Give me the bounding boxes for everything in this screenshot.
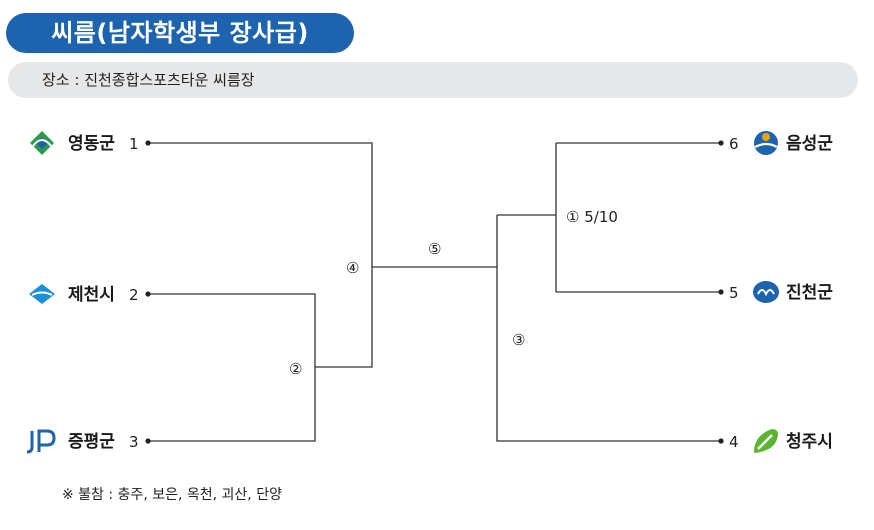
absence-note: ※ 불참 : 충주, 보은, 옥천, 괴산, 단양 <box>62 487 282 503</box>
jecheon-emblem-icon <box>29 284 55 304</box>
endpoint-dot <box>145 438 151 444</box>
endpoint-dot <box>718 289 724 295</box>
seed-yeongdong: 1 <box>129 135 139 153</box>
line-right-main <box>496 215 721 442</box>
seed-jecheon: 2 <box>129 286 139 304</box>
seed-jincheon: 5 <box>729 284 739 302</box>
seed-cheongju: 4 <box>729 433 739 451</box>
team-name-yeongdong: 영동군 <box>68 134 115 154</box>
line-match2-out <box>315 267 373 368</box>
line-team1 <box>148 142 373 267</box>
seed-jeungpyeong: 3 <box>129 433 139 451</box>
yeongdong-emblem-icon <box>30 131 54 155</box>
cheongju-emblem-icon <box>754 429 778 453</box>
match-4-label: ④ <box>346 259 359 277</box>
venue-bar: 장소 : 진천종합스포츠타운 씨름장 <box>8 62 858 98</box>
match-2-label: ② <box>289 360 302 378</box>
team-name-cheongju: 청주시 <box>786 431 833 452</box>
match-3-label: ③ <box>512 331 525 349</box>
team-name-jecheon: 제천시 <box>68 285 115 305</box>
jincheon-emblem-icon <box>753 281 779 303</box>
match-1-label: ① 5/10 <box>566 208 618 226</box>
match-5-label: ⑤ <box>428 240 441 258</box>
bracket-lines <box>148 142 721 442</box>
seed-eumseong: 6 <box>729 135 739 153</box>
line-team2 <box>148 293 316 367</box>
team-name-jeungpyeong: 증평군 <box>68 432 115 452</box>
team-name-jincheon: 진천군 <box>786 283 833 303</box>
endpoint-dot <box>718 438 724 444</box>
venue-text: 장소 : 진천종합스포츠타운 씨름장 <box>42 71 255 89</box>
eumseong-emblem-icon <box>754 131 778 155</box>
line-team3 <box>148 367 316 442</box>
team-name-eumseong: 음성군 <box>786 134 833 154</box>
endpoint-dot <box>145 291 151 297</box>
endpoint-dot <box>145 140 151 146</box>
jeungpyeong-emblem-icon <box>26 429 56 454</box>
page-title: 씨름(남자학생부 장사급) <box>6 13 354 53</box>
endpoint-dot <box>718 140 724 146</box>
